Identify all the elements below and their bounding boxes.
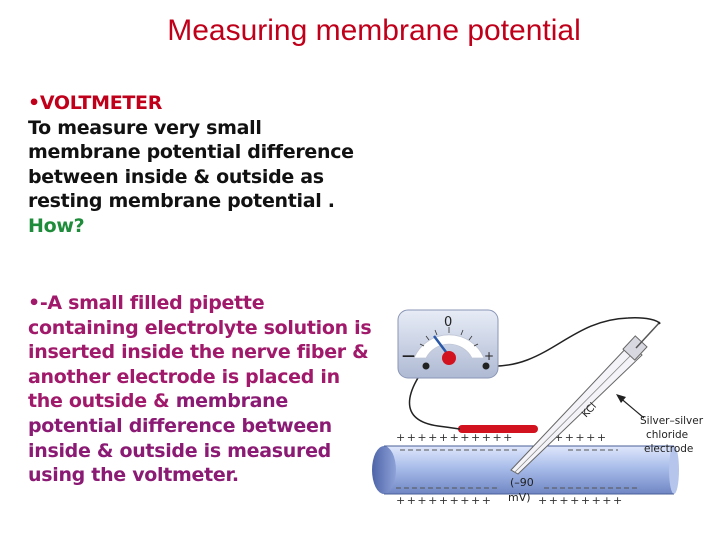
meter-zero-label: 0: [444, 315, 452, 330]
method-line-5: the outside & membrane: [28, 389, 368, 414]
method-line-8: using the voltmeter.: [28, 464, 239, 487]
voltmeter-heading: •VOLTMETER: [28, 92, 163, 114]
meter-terminal-positive: [482, 362, 490, 370]
meter-plus-label: +: [484, 349, 494, 363]
voltmeter: 0 — +: [397, 309, 499, 379]
top-charges-right: +++++: [554, 431, 608, 444]
top-charges-left: +++++++++++: [396, 431, 514, 444]
bottom-charges-left: +++++++++: [396, 494, 492, 507]
membrane-highlight: membrane: [175, 390, 289, 413]
voltmeter-diagram: +++++++++++ +++++ +++++++++ ++++++++ (–9…: [372, 309, 704, 507]
pipette: KCl: [510, 321, 661, 475]
bottom-charges-right: ++++++++: [538, 494, 624, 507]
method-line-5-text: the outside &: [28, 390, 176, 413]
how-question: How?: [28, 214, 85, 237]
electrode-label-3: electrode: [644, 443, 693, 455]
membrane-dashes: [396, 449, 638, 489]
electrode-label-1: Silver–silver: [640, 415, 704, 427]
voltmeter-block: •VOLTMETER To measure very small membran…: [28, 91, 368, 239]
meter-minus-label: —: [402, 349, 415, 364]
method-line-2: containing electrolyte solution is: [28, 316, 372, 339]
method-line-3: inserted inside the nerve fiber &: [28, 341, 369, 364]
meter-pivot: [442, 351, 456, 365]
reading-unit: mV): [508, 491, 531, 504]
voltmeter-line-3: between inside & outside as: [28, 165, 324, 188]
electrode-label-2: chloride: [646, 429, 688, 441]
slide-title: Measuring membrane potential: [167, 14, 581, 47]
method-block: •-A small filled pipette containing elec…: [28, 291, 372, 488]
voltmeter-line-1: To measure very small: [28, 116, 262, 139]
meter-terminal-negative: [422, 362, 430, 370]
method-line-6: potential difference between: [28, 414, 332, 437]
electrode-arrowhead: [616, 394, 626, 403]
method-line-7: inside & outside is measured: [28, 439, 331, 462]
outside-electrode: [458, 425, 538, 433]
method-line-4: another electrode is placed in: [28, 365, 340, 388]
voltmeter-line-2: membrane potential difference: [28, 141, 354, 164]
method-line-1: •-A small filled pipette: [28, 292, 265, 314]
voltmeter-line-4: resting membrane potential .: [28, 190, 335, 213]
reading-value: (–90: [510, 476, 534, 489]
wires: [408, 317, 661, 430]
